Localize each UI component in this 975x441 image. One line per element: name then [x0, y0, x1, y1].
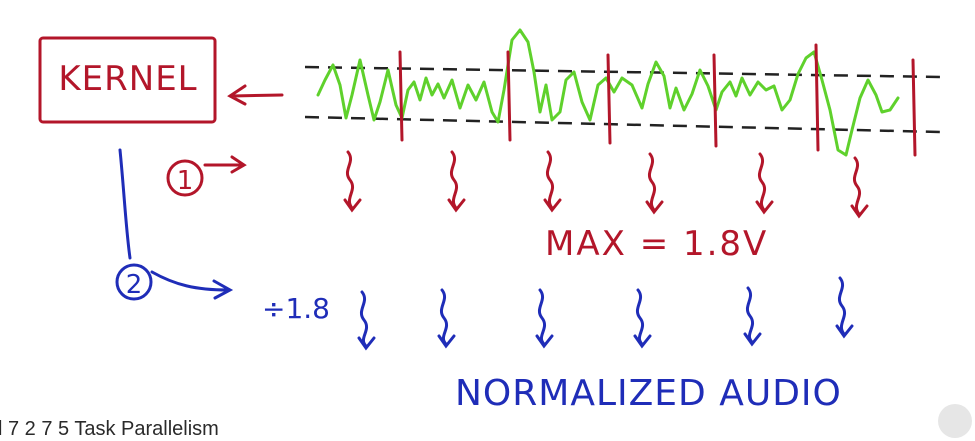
step-2-label: 2: [126, 270, 143, 300]
blue-squiggle-arrow: [835, 276, 854, 339]
step-1-arrow: [203, 155, 247, 174]
step-1-circle: [166, 159, 204, 197]
blue-squiggle-row: [357, 276, 854, 351]
red-squiggle-arrow: [447, 150, 466, 213]
red-squiggle-arrow: [850, 156, 869, 219]
segment-marker: [606, 53, 612, 145]
blue-squiggle-arrow: [357, 290, 376, 351]
max-voltage-label: MAX = 1.8V: [545, 224, 768, 264]
segment-marker: [814, 43, 820, 152]
step-2-arrow: [150, 270, 234, 300]
blue-squiggle-arrow: [743, 286, 762, 347]
threshold-line-top: [304, 65, 941, 79]
audio-waveform: [316, 28, 900, 157]
segment-marker: [911, 58, 917, 157]
step-2-circle: [115, 263, 153, 301]
red-squiggle-arrow: [343, 150, 362, 213]
segment-marker: [506, 50, 512, 142]
segment-markers: [398, 43, 917, 157]
red-squiggle-arrow: [645, 152, 664, 215]
segment-marker: [398, 50, 404, 142]
kernel-branch-line: [118, 148, 132, 260]
blue-squiggle-arrow: [535, 288, 554, 349]
kernel-label: KERNEL: [58, 59, 197, 99]
video-caption: l 7 2 7 5 Task Parallelism: [0, 418, 219, 440]
segment-marker: [712, 53, 718, 148]
divide-label: ÷1.8: [262, 292, 330, 325]
blue-squiggle-arrow: [437, 288, 456, 349]
blue-squiggle-arrow: [633, 288, 652, 349]
player-control-dot[interactable]: [938, 404, 972, 438]
kernel-box: [38, 36, 217, 124]
red-squiggle-row: [343, 150, 869, 219]
normalized-audio-label: NORMALIZED AUDIO: [455, 373, 842, 414]
red-squiggle-arrow: [543, 150, 562, 213]
red-squiggle-arrow: [755, 152, 774, 215]
wave-to-kernel-arrow: [227, 84, 284, 106]
step-1-label: 1: [177, 166, 194, 196]
